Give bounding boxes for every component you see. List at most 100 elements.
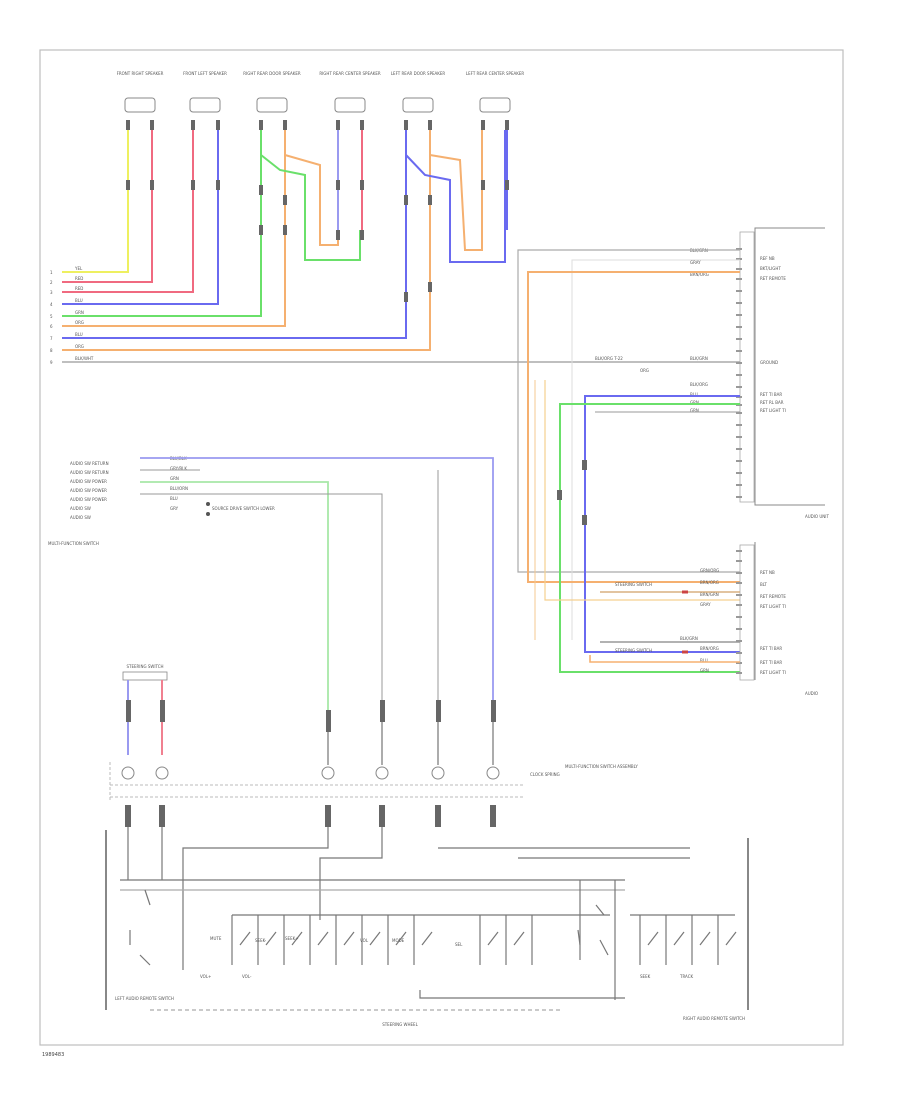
harness-wire-label: RED bbox=[75, 286, 83, 291]
switch-labels: MUTE SEEK- SEEK+ VOL MODE SEL VOL+ VOL- … bbox=[200, 936, 694, 979]
wire-label: GRY bbox=[170, 506, 179, 511]
audio-unit-connector: AUDIO UNIT REF NB BKT/LIGHT RET REMOTE G… bbox=[595, 227, 829, 519]
harness-wire-label: BLK/WHT bbox=[75, 356, 94, 361]
steering-switch-wires bbox=[127, 680, 163, 755]
steering-switch-inline bbox=[126, 700, 496, 732]
pin-label: RET TI BAR bbox=[760, 646, 782, 651]
pin-label: RET RL BAR bbox=[760, 400, 784, 405]
switch-block: AUDIO SW RETURN AUDIO SW RETURN AUDIO SW… bbox=[48, 456, 275, 546]
speaker-terminals bbox=[126, 120, 509, 130]
wire-label: BLU bbox=[690, 392, 698, 397]
pin-label: REF NB bbox=[760, 256, 775, 261]
second-audio-connector: AUDIO RET NB BLT RET REMOTE RET LIGHT TI… bbox=[615, 542, 818, 696]
wire-label: BRN/ORG bbox=[700, 580, 719, 585]
audio-unit-inline-connectors bbox=[557, 460, 587, 525]
pin-label: RET REMOTE bbox=[760, 594, 786, 599]
wire-label: BLK/GRN bbox=[680, 636, 698, 641]
speaker-left-rear-door: LEFT REAR DOOR SPEAKER bbox=[391, 71, 446, 113]
speaker-label: RIGHT REAR DOOR SPEAKER bbox=[243, 71, 301, 76]
wire-label: BLK/GRN bbox=[690, 356, 708, 361]
wire-label: GRAY bbox=[700, 602, 711, 607]
switch-block-label: MULTI-FUNCTION SWITCH bbox=[48, 541, 99, 546]
row-label: AUDIO SW RETURN bbox=[70, 470, 109, 475]
note-label: STEERING SWITCH bbox=[615, 582, 652, 587]
pin-number: 3 bbox=[50, 290, 53, 295]
switch-label: VOL- bbox=[242, 974, 252, 979]
row-label: AUDIO SW bbox=[70, 506, 91, 511]
steering-switch-label: STEERING SWITCH bbox=[126, 664, 163, 669]
harness-wire-label: BLU bbox=[75, 332, 83, 337]
left-remote-switch-label: LEFT AUDIO REMOTE SWITCH bbox=[115, 996, 174, 1001]
pin-label: GROUND bbox=[760, 360, 778, 365]
pin-label: BKT/LIGHT bbox=[760, 266, 781, 271]
pin-label: RET NB bbox=[760, 570, 775, 575]
pin-number: 1 bbox=[50, 270, 53, 275]
speaker-connector bbox=[189, 97, 221, 113]
switch-label: SEEK+ bbox=[285, 936, 299, 941]
switch-block-wires bbox=[140, 457, 494, 720]
row-label: AUDIO SW POWER bbox=[70, 479, 107, 484]
wire-label: BLK/ORG bbox=[690, 382, 708, 387]
pin-number: 6 bbox=[50, 324, 53, 329]
pin-label: RET LIGHT TI bbox=[760, 604, 786, 609]
note-label: STEERING SWITCH bbox=[615, 648, 652, 653]
pin-label: RET REMOTE bbox=[760, 276, 786, 281]
pin-label: RET TI BAR bbox=[760, 660, 782, 665]
clock-spring: CLOCK SPRING MULTI-FUNCTION SWITCH ASSEM… bbox=[109, 762, 638, 800]
pin-number: 4 bbox=[50, 302, 53, 307]
harness-wire-label: GRN bbox=[75, 310, 84, 315]
right-remote-switch-label: RIGHT AUDIO REMOTE SWITCH bbox=[683, 1016, 745, 1021]
wire-green-1 bbox=[62, 130, 262, 317]
note-label: SOURCE DRIVE SWITCH LOWER bbox=[212, 506, 275, 511]
wire-label: GRN bbox=[700, 668, 709, 673]
pin-label: RET LIGHT TI bbox=[760, 670, 786, 675]
row-label: AUDIO SW POWER bbox=[70, 488, 107, 493]
second-unit-wires bbox=[589, 590, 740, 663]
wire-orange-rear bbox=[284, 130, 339, 246]
speaker-front-right: FRONT RIGHT SPEAKER bbox=[117, 71, 164, 113]
wire-label: BRN/ORG bbox=[690, 272, 709, 277]
wire-label: GRN bbox=[690, 400, 699, 405]
audio-unit-pin-stubs bbox=[736, 248, 742, 498]
wire-green-rear bbox=[260, 154, 361, 261]
speaker-connector bbox=[334, 97, 366, 113]
switch-label: SEEK- bbox=[255, 938, 267, 943]
switch-label: TRACK bbox=[679, 974, 694, 979]
wire-label-center: BLK/ORG T-22 bbox=[595, 356, 623, 361]
wire-label: BRN/ORG bbox=[700, 646, 719, 651]
speaker-wires bbox=[62, 130, 740, 363]
wire-blue-2 bbox=[62, 130, 407, 339]
harness-wire-label: RED bbox=[75, 276, 83, 281]
wire-label: GRAY bbox=[690, 260, 701, 265]
speaker-connector bbox=[256, 97, 288, 113]
steering-wheel-label: STEERING WHEEL bbox=[382, 1022, 418, 1027]
speaker-label: FRONT LEFT SPEAKER bbox=[183, 71, 227, 76]
speaker-left-rear-center: LEFT REAR CENTER SPEAKER bbox=[466, 71, 524, 113]
audio-unit-wires bbox=[517, 249, 740, 673]
speaker-connector bbox=[124, 97, 156, 113]
right-note: MULTI-FUNCTION SWITCH ASSEMBLY bbox=[565, 764, 638, 769]
harness-wire-label: ORG bbox=[75, 344, 84, 349]
wire-label: BLU bbox=[700, 658, 708, 663]
audio-unit-label: AUDIO UNIT bbox=[805, 514, 829, 519]
row-label: AUDIO SW bbox=[70, 515, 91, 520]
pin-label: RET TI BAR bbox=[760, 392, 782, 397]
switch-label: MUTE bbox=[210, 936, 222, 941]
speaker-right-rear-door: RIGHT REAR DOOR SPEAKER bbox=[243, 71, 301, 113]
switch-label: SEL bbox=[455, 942, 463, 947]
pin-number: 8 bbox=[50, 348, 53, 353]
wire-label: BLU bbox=[170, 496, 178, 501]
speaker-label: LEFT REAR DOOR SPEAKER bbox=[391, 71, 446, 76]
speaker-label: RIGHT REAR CENTER SPEAKER bbox=[319, 71, 381, 76]
speaker-label: FRONT RIGHT SPEAKER bbox=[117, 71, 164, 76]
wire-blue-1 bbox=[62, 130, 219, 305]
diagram-code: 1989483 bbox=[42, 1052, 64, 1058]
clock-spring-wires bbox=[327, 722, 494, 765]
pin-label: RET LIGHT TI bbox=[760, 408, 786, 413]
second-unit-pin-stubs bbox=[736, 550, 742, 674]
speaker-right-rear-center: RIGHT REAR CENTER SPEAKER bbox=[319, 71, 381, 113]
harness-wire-label: BLU bbox=[75, 298, 83, 303]
steering-switch: STEERING SWITCH bbox=[122, 664, 168, 681]
harness-left-labels: YEL RED RED BLU GRN ORG BLU ORG BLK/WHT bbox=[74, 266, 94, 361]
harness-pin-numbers: 1 2 3 4 5 6 7 8 9 bbox=[50, 270, 53, 365]
